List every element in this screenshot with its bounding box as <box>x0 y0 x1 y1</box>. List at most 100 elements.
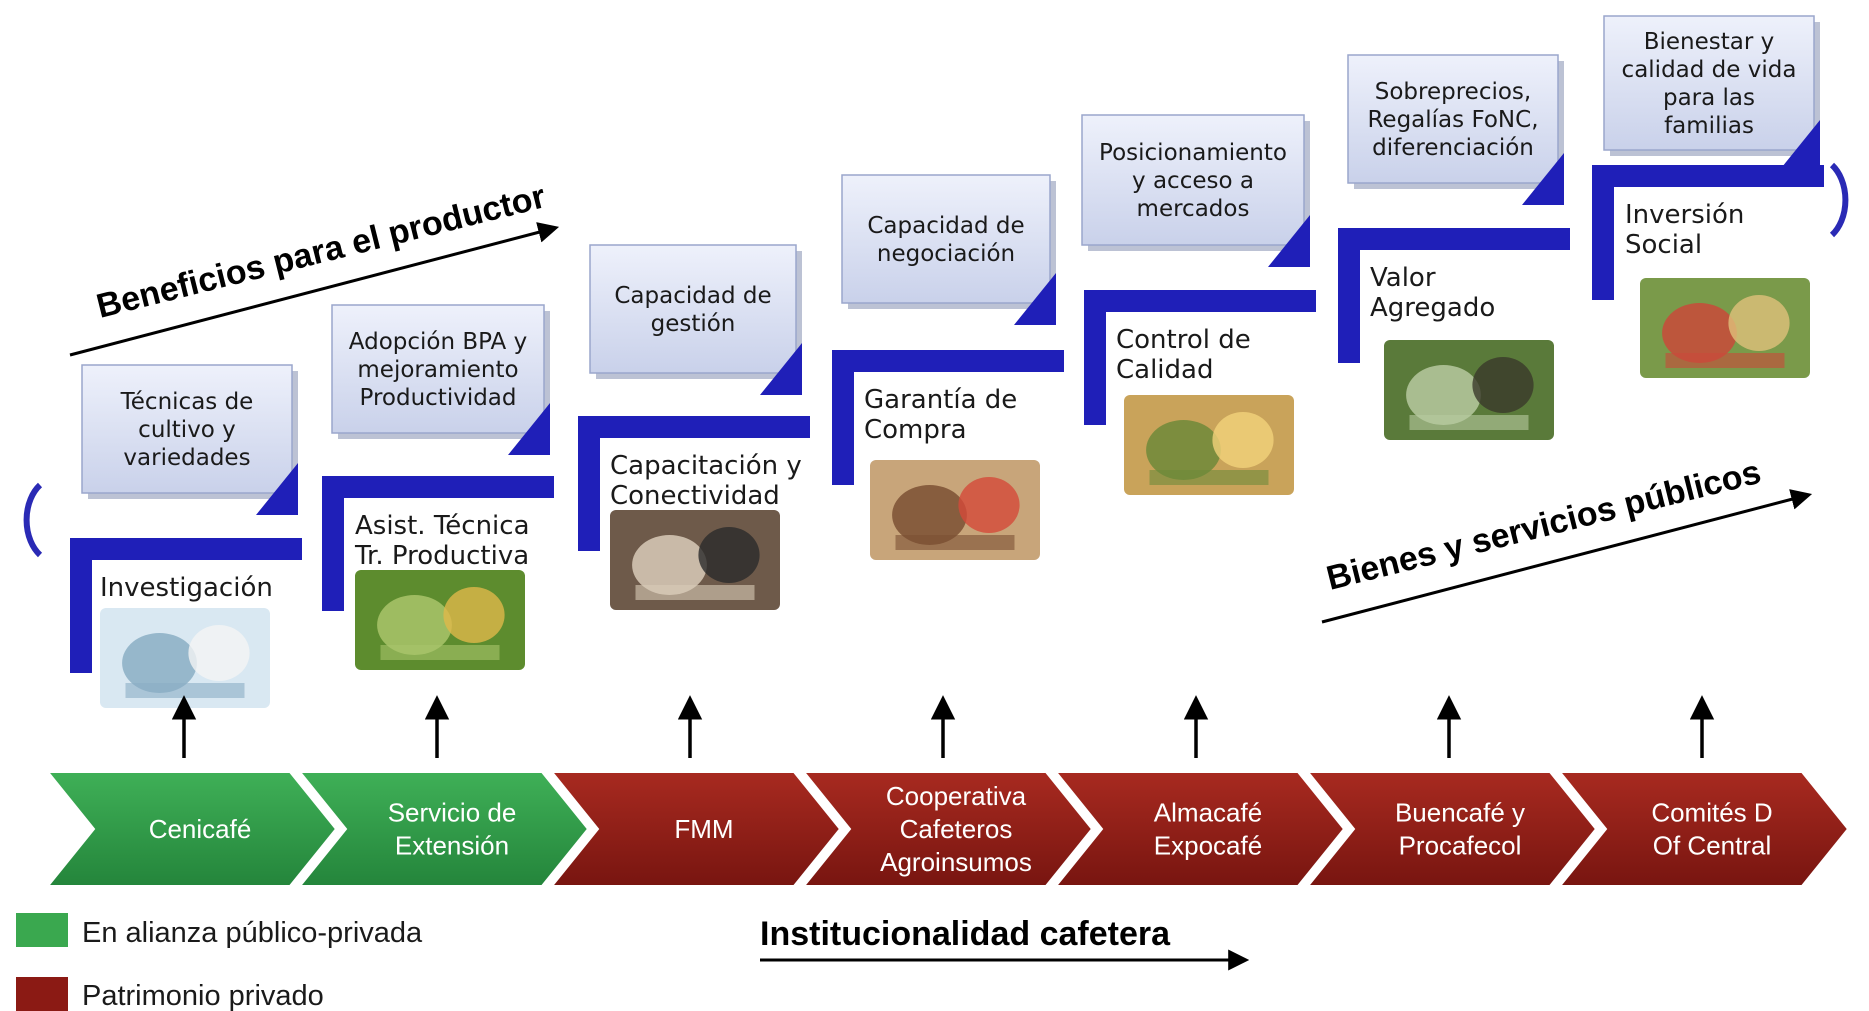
institution-label-line: Cenicafé <box>149 814 252 844</box>
institutionality-trend: Institucionalidad cafetera <box>760 915 1250 971</box>
benefit-label-line: Bienestar y <box>1644 29 1775 55</box>
producer-benefits-arrow <box>69 222 560 357</box>
public-goods-trend: Bienes y servicios públicos <box>1321 453 1813 624</box>
chevron-shape <box>801 771 1094 887</box>
institution-label-line: Almacafé <box>1154 798 1262 828</box>
benefit-label-line: calidad de vida <box>1622 57 1797 83</box>
chevron-shape <box>1557 771 1850 887</box>
step-connector-triangle <box>508 403 550 455</box>
step-connector-triangle <box>1268 215 1310 267</box>
service-label: Investigación <box>100 573 273 603</box>
benefit-box <box>81 364 293 494</box>
producer-benefits-label: Beneficios para el productor <box>93 177 549 325</box>
step-side-bar <box>832 350 854 485</box>
benefit-label-line: Productividad <box>359 385 516 411</box>
chevron-shape <box>549 771 842 887</box>
chevron-shape <box>1053 771 1346 887</box>
service-label-line: Control de <box>1116 325 1251 355</box>
benefit-label-line: Regalías FoNC, <box>1367 107 1538 133</box>
benefit-box <box>1603 15 1815 151</box>
benefit-label-line: Sobreprecios, <box>1375 79 1531 105</box>
institution-label-line: Cafeteros <box>900 814 1013 844</box>
benefit-box <box>331 304 545 434</box>
step-side-bar <box>578 416 600 551</box>
institution-label-line: Comités D <box>1651 798 1772 828</box>
stage-6: Sobreprecios,Regalías FoNC,diferenciació… <box>1338 54 1570 758</box>
service-label-line: Agregado <box>1370 293 1495 323</box>
farmers-field-photo <box>355 570 525 670</box>
benefit-box <box>841 174 1051 304</box>
benefit-label-line: para las <box>1663 85 1755 111</box>
institution-label-line: Expocafé <box>1154 831 1262 861</box>
institution-label: Cenicafé <box>149 814 252 844</box>
benefit-label-line: Capacidad de <box>614 283 771 309</box>
warehouse-photo <box>1124 395 1294 495</box>
step-side-bar <box>1338 228 1360 363</box>
benefit-label-line: cultivo y <box>138 417 236 443</box>
step-top-bar <box>832 350 1064 372</box>
institution-chevron-1: Cenicafé <box>45 771 338 887</box>
service-label-line: Compra <box>864 415 967 445</box>
benefit-box <box>1081 114 1305 246</box>
institution-label-line: FMM <box>674 814 733 844</box>
service-label-line: Conectividad <box>610 481 780 511</box>
service-label-line: Tr. Productiva <box>354 541 529 571</box>
benefit-label-line: gestión <box>651 311 736 337</box>
chevron-shape <box>45 771 338 887</box>
coffee-purchase-photo <box>870 460 1040 560</box>
benefit-label-line: Adopción BPA y <box>349 329 527 355</box>
institution-label-line: Buencafé y <box>1395 798 1525 828</box>
institution-chevron-3: FMM <box>549 771 842 887</box>
legend-swatch-public-private <box>16 913 68 947</box>
service-label-line: Valor <box>1370 263 1436 293</box>
legend-label-private: Patrimonio privado <box>82 980 324 1011</box>
service-label-line: Garantía de <box>864 385 1017 415</box>
legend-swatch-private <box>16 977 68 1011</box>
step-connector-triangle <box>760 343 802 395</box>
benefit-label: Sobreprecios,Regalías FoNC,diferenciació… <box>1367 79 1538 161</box>
step-side-bar <box>70 538 92 673</box>
public-goods-arrow <box>1321 489 1813 624</box>
benefit-label-line: diferenciación <box>1372 135 1534 161</box>
service-label-line: Social <box>1625 230 1702 260</box>
service-label-line: Asist. Técnica <box>355 511 530 541</box>
step-top-bar <box>1084 290 1316 312</box>
institution-label-line: Procafecol <box>1399 831 1522 861</box>
cycle-left-arc <box>23 482 43 558</box>
institution-label-line: Agroinsumos <box>880 847 1032 877</box>
benefit-label-line: mercados <box>1137 196 1250 222</box>
legend-label-public-private: En alianza público-privada <box>82 917 423 949</box>
benefit-label-line: y acceso a <box>1132 168 1254 194</box>
step-connector-triangle <box>1014 273 1056 325</box>
step-top-bar <box>578 416 810 438</box>
service-label-line: Inversión <box>1625 200 1744 230</box>
public-goods-label: Bienes y servicios públicos <box>1323 453 1765 598</box>
institution-label-line: Extensión <box>395 831 509 861</box>
step-connector-triangle <box>1778 120 1820 172</box>
legend: En alianza público-privada Patrimonio pr… <box>16 913 423 1011</box>
institutionality-label: Institucionalidad cafetera <box>760 915 1171 953</box>
institution-label: FMM <box>674 814 733 844</box>
benefit-label-line: familias <box>1664 113 1754 139</box>
cycle-right-arc <box>1829 162 1849 238</box>
